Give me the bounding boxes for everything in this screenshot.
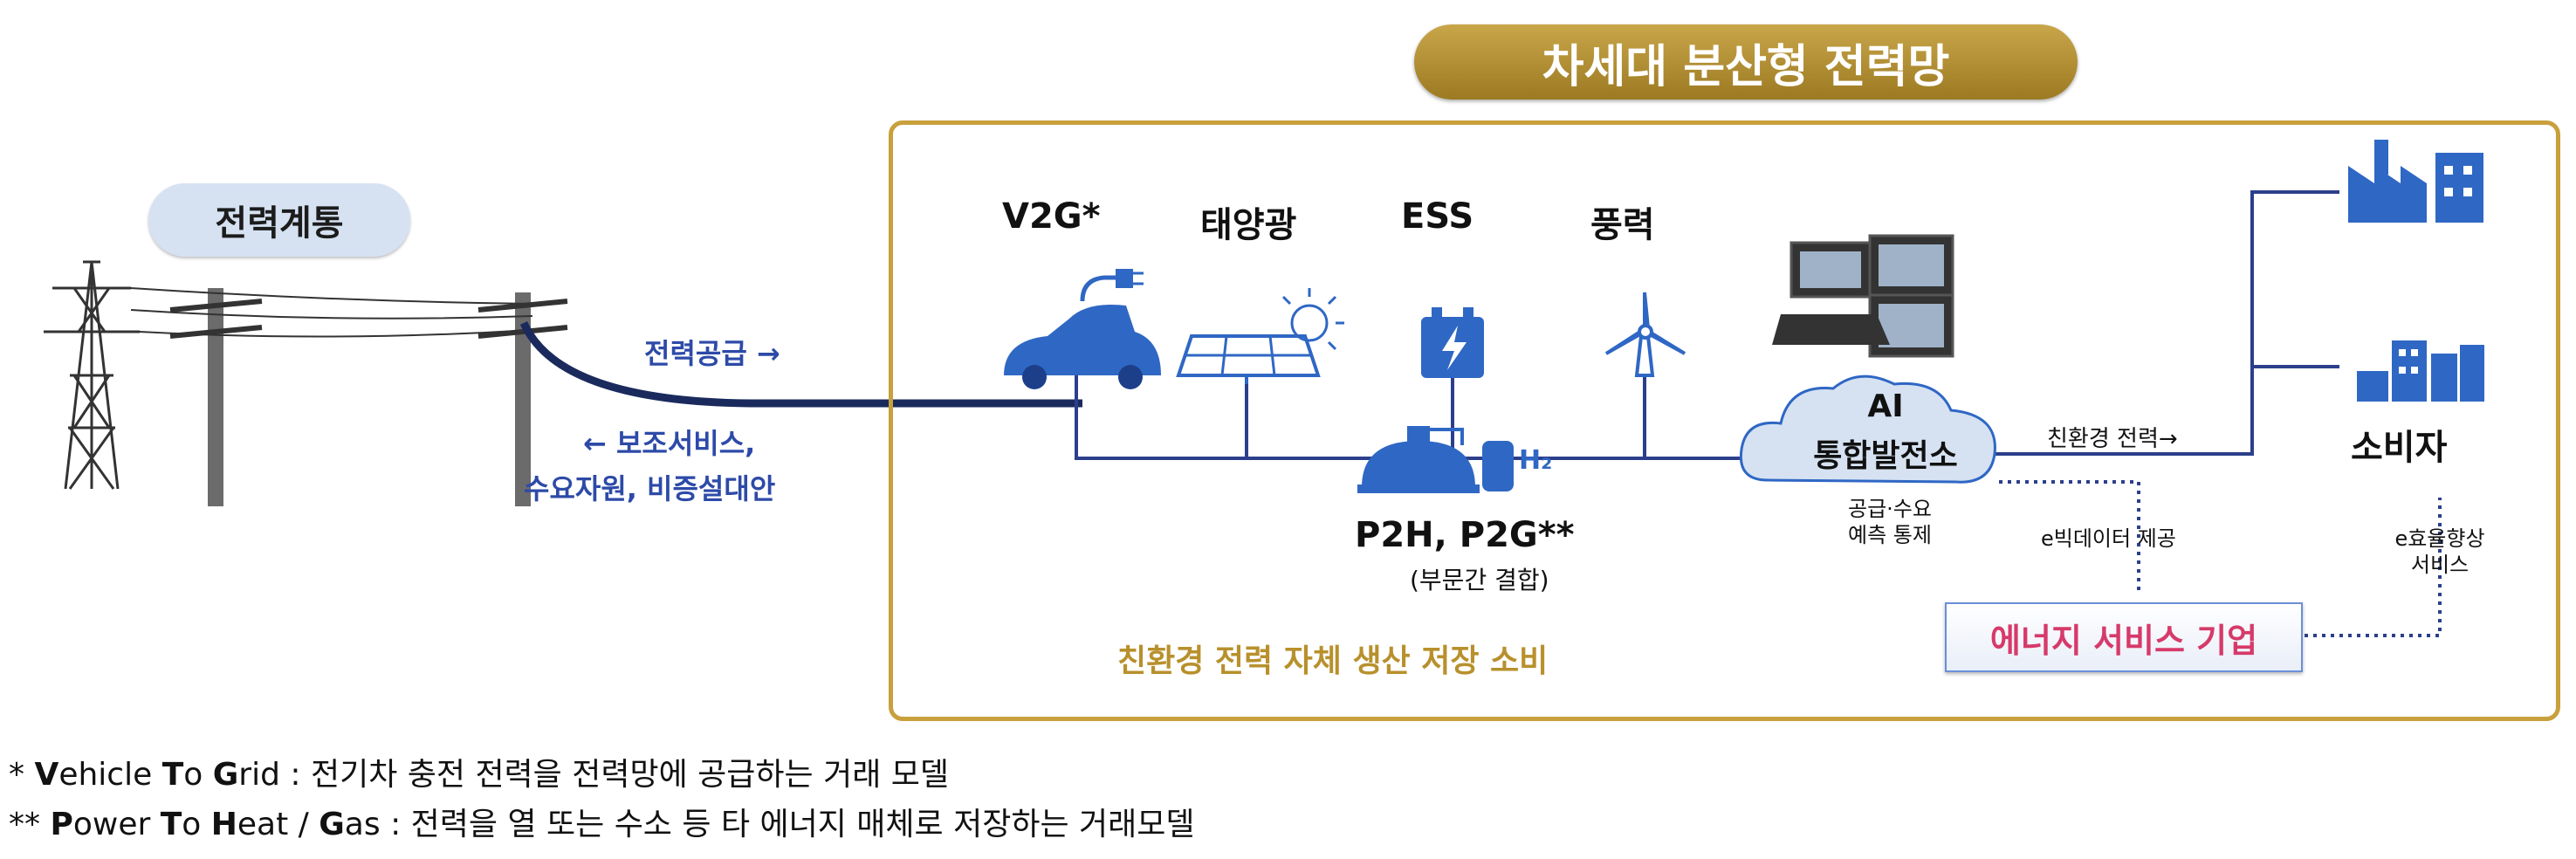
demand-resources-label: 수요자원, 비증설대안 — [524, 472, 776, 505]
wind-turbine-icon — [1604, 292, 1686, 377]
forecast-control-label-2: 예측 통제 — [1848, 523, 1932, 547]
ess-label: ESS — [1401, 196, 1474, 237]
wind-label: 풍력 — [1590, 205, 1655, 245]
cloud-vpp-icon — [1739, 375, 1996, 484]
p2x-label: P2H, P2G** — [1355, 515, 1575, 555]
ancillary-services-label: ← 보조서비스, — [583, 427, 756, 460]
vpp-ai-label: AI — [1867, 388, 1904, 424]
solar-label: 태양광 — [1200, 205, 1297, 245]
efficiency-label-1: e효율향상 — [2394, 526, 2485, 551]
energy-service-company-box: 에너지 서비스 기업 — [1945, 602, 2303, 672]
efficiency-label-2: 서비스 — [2410, 553, 2470, 577]
p2x-sublabel: (부문간 결합) — [1410, 566, 1549, 594]
battery-ess-icon — [1421, 307, 1484, 378]
bottom-caption: 친환경 전력 자체 생산 저장 소비 — [1117, 643, 1549, 679]
footnote-v2g: * Vehicle To Grid : 전기차 충전 전력을 전력망에 공급하는… — [9, 757, 950, 793]
solar-panel-icon — [1176, 288, 1344, 384]
forecast-control-label-1: 공급·수요 — [1848, 497, 1932, 521]
utility-pole-left-icon — [169, 288, 263, 506]
v2g-label: V2G* — [1002, 196, 1101, 237]
utility-pole-right-icon — [477, 292, 568, 506]
distributed-grid-frame — [889, 120, 2560, 721]
power-grid-label: 전력계통 — [148, 183, 410, 257]
vpp-name-label: 통합발전소 — [1813, 438, 1958, 474]
power-supply-label: 전력공급 → — [644, 337, 780, 370]
h2-label: H₂ — [1519, 445, 1553, 476]
diagram-title: 차세대 분산형 전력망 — [1414, 24, 2078, 100]
bigdata-label: e빅데이터 제공 — [2041, 526, 2176, 551]
transmission-tower-icon — [44, 260, 140, 490]
consumer-label: 소비자 — [2351, 428, 2448, 468]
footnote-p2x: ** Power To Heat / Gas : 전력을 열 또는 수소 등 타… — [9, 807, 1195, 842]
hydrogen-storage-icon — [1357, 426, 1514, 493]
green-power-label: 친환경 전력→ — [2047, 426, 2178, 452]
control-monitors-icon — [1772, 234, 1954, 358]
factory-icon — [2348, 140, 2483, 223]
city-buildings-icon — [2357, 340, 2484, 402]
electric-car-icon — [1004, 269, 1161, 389]
